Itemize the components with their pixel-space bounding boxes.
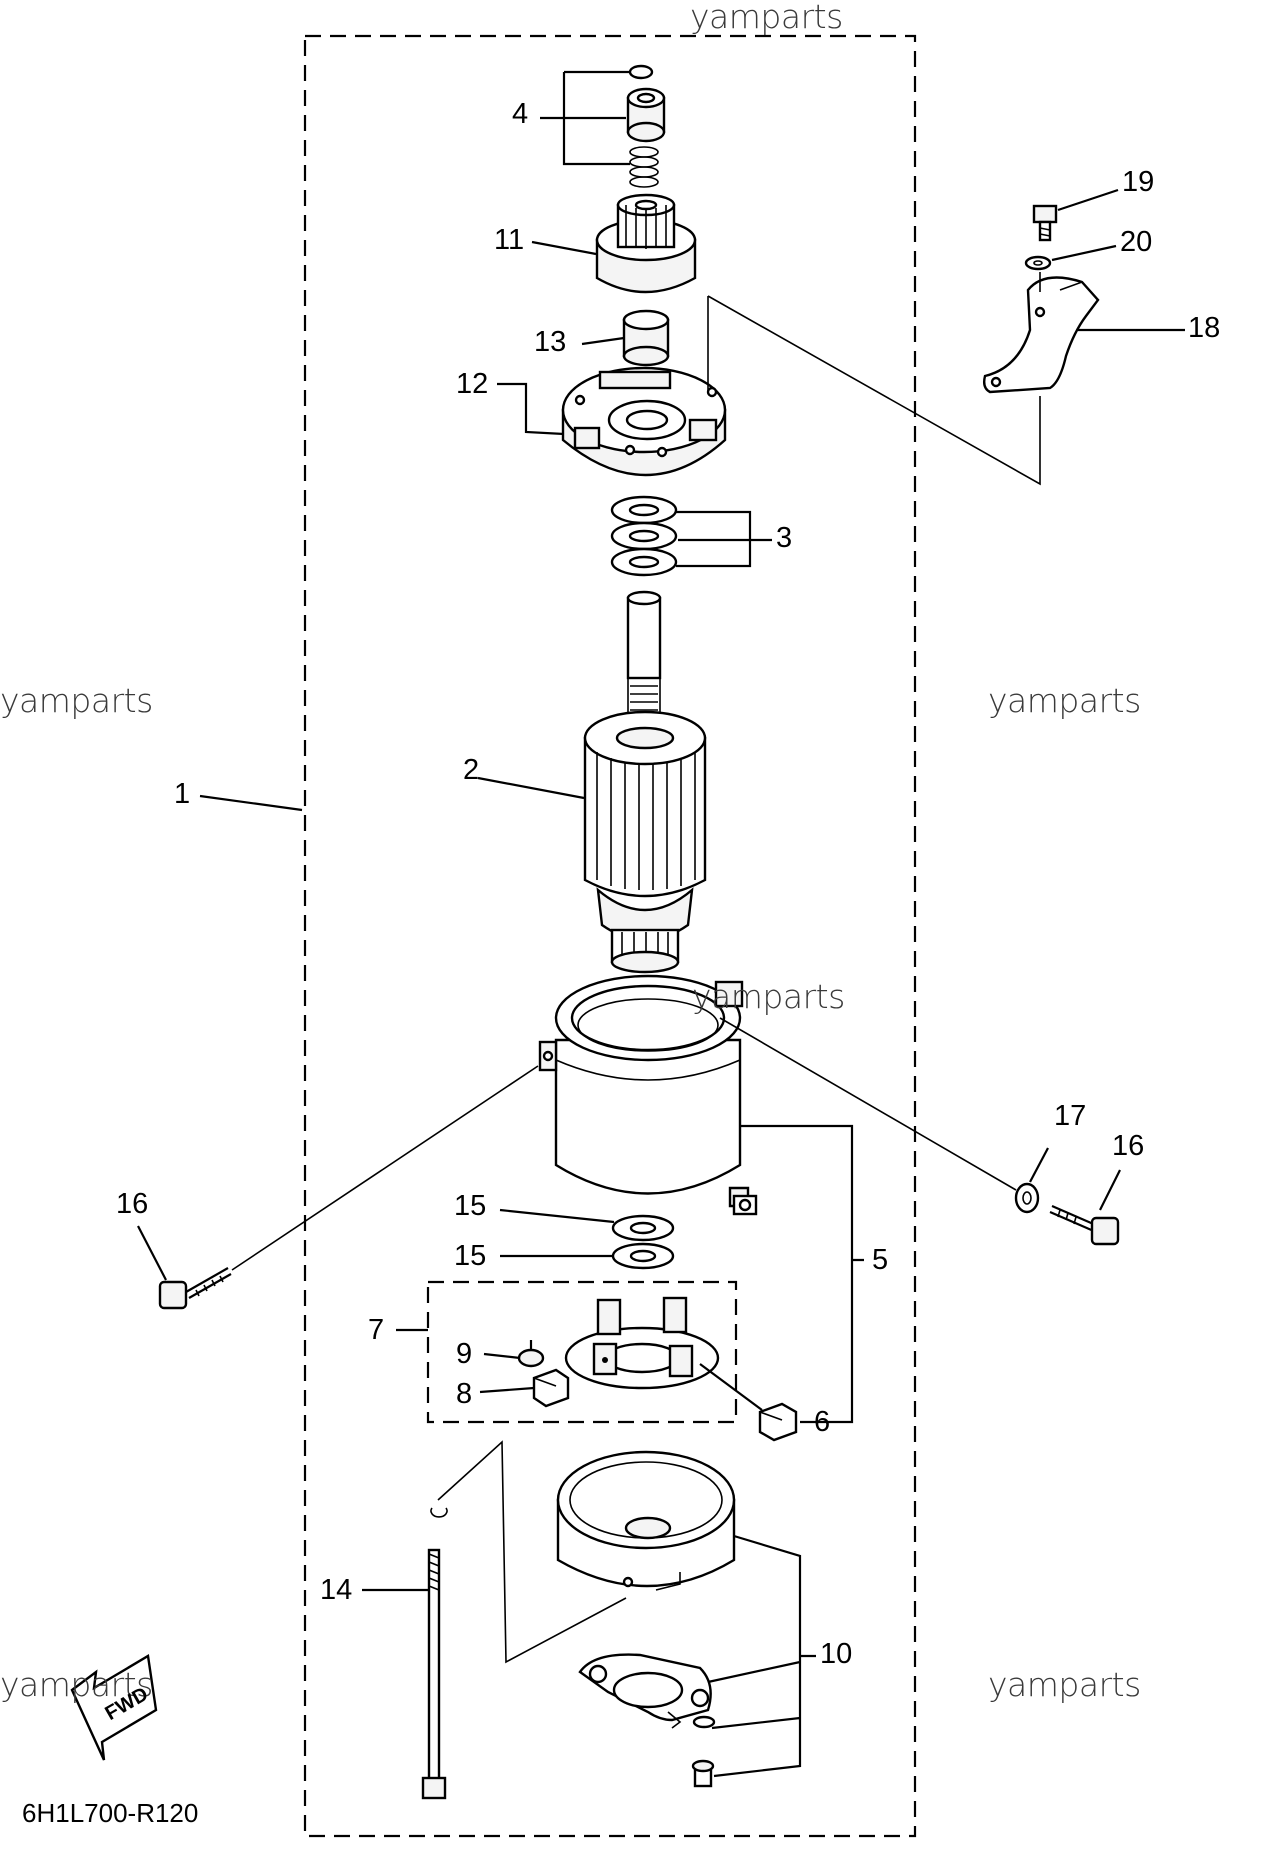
callout-8: 8 (456, 1378, 473, 1410)
callout-7: 7 (368, 1314, 385, 1346)
washer-icon (1014, 1182, 1040, 1214)
brush-icon (758, 1402, 798, 1442)
screw-icon (691, 1759, 715, 1788)
callout-15-lower: 15 (454, 1240, 487, 1272)
callout-16-right: 16 (1112, 1130, 1145, 1162)
yoke-icon (538, 974, 758, 1216)
brush-holder-icon (564, 1296, 720, 1390)
washer-icon (611, 1214, 675, 1270)
pinion-gear-icon (595, 193, 697, 294)
callout-2: 2 (463, 754, 480, 786)
callout-9: 9 (456, 1338, 473, 1370)
callout-14: 14 (320, 1574, 353, 1606)
callout-16-left: 16 (116, 1188, 149, 1220)
end-cover-icon (556, 1450, 736, 1591)
callout-4: 4 (512, 98, 529, 130)
washer-icon (1024, 255, 1052, 271)
screw-icon (1032, 204, 1058, 242)
fwd-arrow-icon (70, 1654, 158, 1761)
screw-icon (517, 1340, 545, 1368)
callout-18: 18 (1188, 312, 1221, 344)
washer-set-icon (610, 495, 678, 577)
callout-5: 5 (872, 1244, 889, 1276)
brush-holder-boundary (426, 1280, 738, 1424)
callout-17: 17 (1054, 1100, 1087, 1132)
bolt-icon (1049, 1204, 1120, 1246)
watermark-top: yamparts (690, 0, 843, 36)
bracket-icon (982, 272, 1100, 394)
assembly-boundary (303, 34, 917, 1838)
watermark-center: yamparts (692, 977, 845, 1016)
watermark-bottom-left: yamparts (0, 1665, 153, 1704)
callout-12: 12 (456, 368, 489, 400)
diagram-code: 6H1L700-R120 (22, 1798, 199, 1828)
brush-icon (532, 1368, 570, 1408)
callout-1: 1 (174, 778, 191, 810)
watermark-bottom-right: yamparts (988, 1665, 1141, 1704)
callout-20: 20 (1120, 226, 1153, 258)
callout-3: 3 (776, 522, 793, 554)
bolt-icon (158, 1267, 232, 1310)
bushing-icon (622, 309, 670, 367)
callout-11: 11 (494, 224, 525, 256)
callout-10: 10 (820, 1638, 853, 1670)
through-bolt-icon (421, 1507, 448, 1800)
watermark-right: yamparts (988, 681, 1141, 720)
leader-lines (137, 70, 1185, 1778)
callout-15-upper: 15 (454, 1190, 487, 1222)
front-cover-icon (561, 366, 727, 477)
end-cover-icon (578, 1653, 712, 1729)
pinion-spring-set-icon (626, 64, 666, 188)
watermark-left: yamparts (0, 681, 153, 720)
callout-13: 13 (534, 326, 567, 358)
washer-icon (692, 1715, 716, 1729)
callout-6: 6 (814, 1406, 831, 1438)
callout-19: 19 (1122, 166, 1155, 198)
armature-icon (583, 590, 707, 974)
